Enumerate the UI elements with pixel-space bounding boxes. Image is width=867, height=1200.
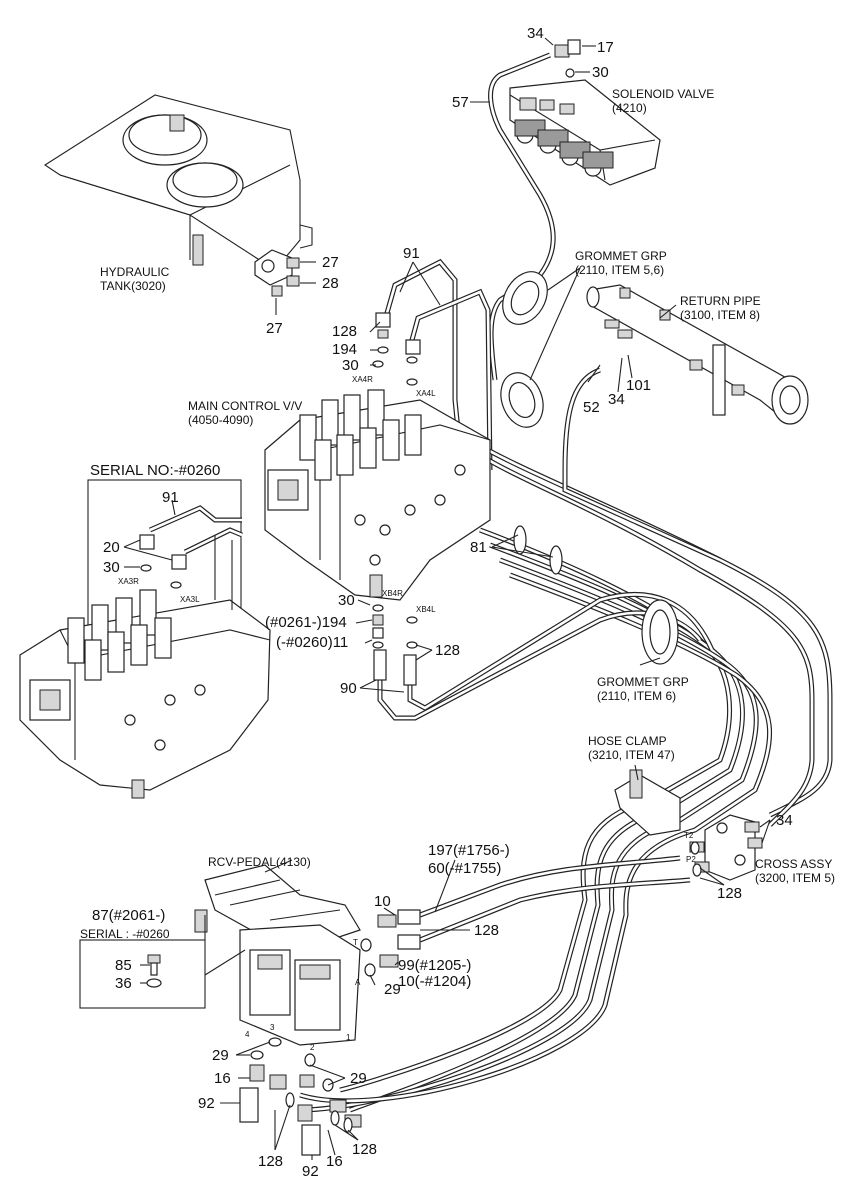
label-grommet-top: GROMMET GRP [575, 249, 667, 263]
label-34-top: 34 [527, 25, 544, 42]
label-91-top: 91 [403, 245, 420, 262]
label-85: 85 [115, 957, 132, 974]
label-128-d: 128 [258, 1153, 283, 1170]
label-port-2: 2 [310, 1043, 315, 1052]
label-xb4r: XB4R [382, 589, 403, 598]
label-60: 60(-#1755) [428, 860, 501, 877]
label-27a: 27 [322, 254, 339, 271]
label-main-cv-code: (4050-4090) [188, 413, 253, 427]
rcv-pedal [194, 864, 361, 1046]
label-port-4: 4 [245, 1030, 250, 1039]
label-10b: 10(-#1204) [398, 973, 471, 990]
label-cross-assy-code: (3200, ITEM 5) [755, 871, 835, 885]
label-rcv-pedal: RCV-PEDAL(4130) [208, 855, 311, 869]
label-81: 81 [470, 539, 487, 556]
label-return-pipe-code: (3100, ITEM 8) [680, 308, 760, 322]
tank-fittings [254, 249, 300, 297]
cross-assy [689, 814, 763, 881]
label-serial-small: SERIAL : -#0260 [80, 927, 170, 941]
label-34-cross: 34 [776, 812, 793, 829]
label-tank: TANK(3020) [100, 279, 166, 293]
label-solenoid-valve: SOLENOID VALVE [612, 87, 714, 101]
label-30-a: 30 [342, 357, 359, 374]
grommet-mid [641, 599, 679, 665]
label-34-mid: 34 [608, 391, 625, 408]
label-197: 197(#1756-) [428, 842, 510, 859]
label-grommet-mid: GROMMET GRP [597, 675, 689, 689]
label-port-a: A [355, 978, 361, 987]
pedal-fittings [239, 909, 421, 1156]
label-hose-clamp-code: (3210, ITEM 47) [588, 748, 675, 762]
hose-clamp [614, 769, 681, 836]
label-port-1: 1 [346, 1033, 351, 1042]
label-128-a: 128 [332, 323, 357, 340]
label-main-cv: MAIN CONTROL V/V [188, 399, 302, 413]
label-xa3l: XA3L [180, 595, 200, 604]
label-p2: P2 [686, 855, 696, 864]
label-17: 17 [597, 39, 614, 56]
label-194-a: 194 [332, 341, 357, 358]
label-grommet-mid-code: (2110, ITEM 6) [597, 689, 676, 703]
label-99: 99(#1205-) [398, 957, 471, 974]
label-return-pipe: RETURN PIPE [680, 294, 761, 308]
label-29-b: 29 [212, 1047, 229, 1064]
bolt-85 [146, 954, 162, 988]
label-194-b: (#0261-)194 [265, 614, 347, 631]
label-29-a: 29 [384, 981, 401, 998]
label-128-cross: 128 [717, 885, 742, 902]
main-valve-fittings [372, 312, 421, 686]
label-91-box: 91 [162, 489, 179, 506]
label-52: 52 [583, 399, 600, 416]
label-57: 57 [452, 94, 469, 111]
label-128-b: 128 [435, 642, 460, 659]
label-hydraulic: HYDRAULIC [100, 265, 170, 279]
label-27b: 27 [266, 320, 283, 337]
serial-hoses [139, 505, 243, 610]
label-30-top: 30 [592, 64, 609, 81]
return-pipe [586, 284, 809, 425]
label-30-box: 30 [103, 559, 120, 576]
label-hose-clamp: HOSE CLAMP [588, 734, 667, 748]
label-serial-box: SERIAL NO:-#0260 [90, 462, 220, 479]
hydraulic-tank [43, 94, 313, 271]
label-29-c: 29 [350, 1070, 367, 1087]
serial-valve [19, 589, 271, 799]
label-t2: T2 [684, 831, 694, 840]
labels: 34 17 30 SOLENOID VALVE (4210) 57 27 28 … [80, 25, 835, 1180]
label-36: 36 [115, 975, 132, 992]
label-xb4l: XB4L [416, 605, 436, 614]
label-92-a: 92 [198, 1095, 215, 1112]
clamps-81 [513, 525, 563, 575]
label-port-t: T [353, 938, 358, 947]
leader-lines [123, 37, 771, 1160]
label-xa3r: XA3R [118, 577, 139, 586]
label-grommet-top-code: (2110, ITEM 5,6) [575, 263, 664, 277]
label-28: 28 [322, 275, 339, 292]
label-90: 90 [340, 680, 357, 697]
label-cross-assy: CROSS ASSY [755, 857, 832, 871]
label-128-c: 128 [474, 922, 499, 939]
label-20: 20 [103, 539, 120, 556]
main-control-valve [264, 389, 491, 601]
label-10: 10 [374, 893, 391, 910]
label-101: 101 [626, 377, 651, 394]
label-port-3: 3 [270, 1023, 275, 1032]
label-11: (-#0260)11 [276, 634, 348, 651]
grommet-top [500, 271, 548, 428]
serial-small-box [79, 939, 206, 1009]
label-16-b: 16 [326, 1153, 343, 1170]
label-solenoid-code: (4210) [612, 101, 647, 115]
label-128-e: 128 [352, 1141, 377, 1158]
label-xa4l: XA4L [416, 389, 436, 398]
label-16-a: 16 [214, 1070, 231, 1087]
label-92-b: 92 [302, 1163, 319, 1180]
solenoid-valve [509, 39, 661, 186]
label-87: 87(#2061-) [92, 907, 165, 924]
label-30-b: 30 [338, 592, 355, 609]
label-xa4r: XA4R [352, 375, 373, 384]
